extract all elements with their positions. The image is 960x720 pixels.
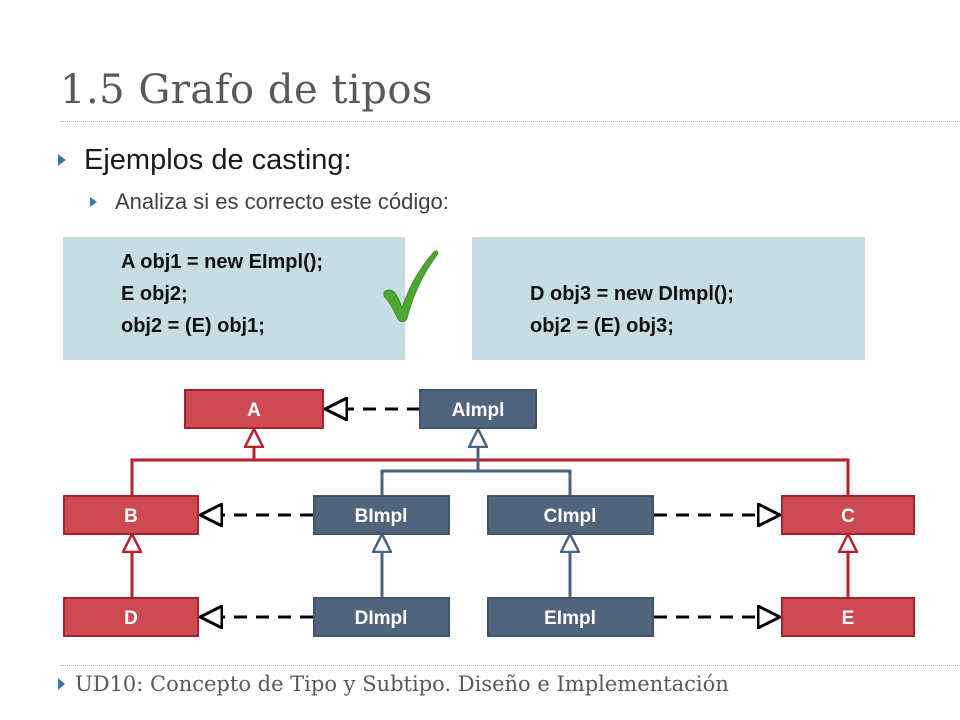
node-CImpl: CImpl [487, 495, 654, 535]
node-label: BImpl [355, 506, 408, 527]
footer: UD10: Concepto de Tipo y Subtipo. Diseño… [58, 668, 729, 700]
node-label: D [124, 608, 138, 629]
checkmark-icon [383, 250, 439, 322]
bullet-arrow-icon [58, 154, 66, 166]
node-AImpl: AImpl [419, 389, 537, 429]
code-line: obj2 = (E) obj3; [530, 315, 674, 337]
node-C: C [781, 495, 915, 535]
edge-BImpl-to-AImpl [380, 469, 478, 496]
bullet-level1-text: Ejemplos de casting: [84, 143, 352, 176]
node-label: C [841, 506, 855, 527]
implements-edges [200, 409, 780, 617]
footer-divider [60, 665, 960, 666]
node-label: EImpl [544, 608, 596, 629]
node-A: A [184, 389, 324, 429]
title-divider [60, 121, 960, 122]
node-label: E [842, 608, 855, 629]
bullet-level2-text: Analiza si es correcto este código: [115, 189, 449, 214]
footer-text: UD10: Concepto de Tipo y Subtipo. Diseño… [75, 672, 729, 696]
code-line: A obj1 = new EImpl(); [121, 251, 324, 273]
code-box-right: D obj3 = new DImpl(); obj2 = (E) obj3; [472, 237, 865, 360]
code-box-left: A obj1 = new EImpl(); E obj2; obj2 = (E)… [63, 237, 405, 360]
class-inheritance-edges [382, 429, 570, 598]
code-line: D obj3 = new DImpl(); [530, 283, 734, 305]
node-label: A [247, 400, 261, 421]
node-DImpl: DImpl [313, 597, 450, 637]
node-BImpl: BImpl [313, 495, 450, 535]
node-EImpl: EImpl [487, 597, 654, 637]
bullet-arrow-icon [58, 678, 65, 690]
bullet-level1: Ejemplos de casting: [58, 140, 352, 180]
node-label: CImpl [544, 506, 597, 527]
node-label: B [124, 506, 138, 527]
node-E: E [781, 597, 915, 637]
code-line: obj2 = (E) obj1; [121, 315, 265, 337]
slide-title: 1.5 Grafo de tipos [60, 67, 433, 113]
bullet-level2: Analiza si es correcto este código: [90, 186, 449, 218]
bullet-arrow-icon [90, 197, 97, 207]
node-B: B [63, 495, 199, 535]
node-D: D [63, 597, 199, 637]
node-label: DImpl [355, 608, 408, 629]
code-line: E obj2; [121, 283, 188, 305]
interface-inheritance-edges [132, 429, 848, 598]
edge-C-to-A [254, 458, 850, 496]
node-label: AImpl [452, 400, 505, 421]
edge-B-to-A [130, 458, 254, 496]
edge-CImpl-to-AImpl [478, 469, 572, 496]
type-graph: A AImpl B BImpl CImpl C D DImpl EImpl E [63, 389, 915, 637]
